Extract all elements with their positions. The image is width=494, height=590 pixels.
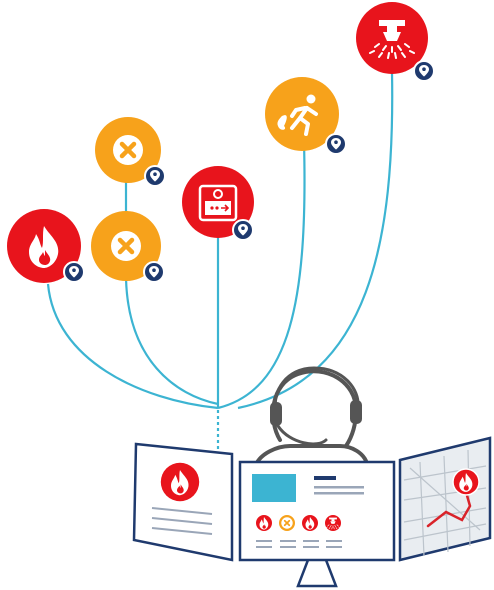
left-screen[interactable] xyxy=(132,442,234,562)
location-pin-icon xyxy=(325,133,347,155)
screen-caption-lines xyxy=(256,540,342,548)
map-route xyxy=(426,490,472,528)
line-sprinkler xyxy=(237,71,394,410)
map-fire-pin-icon xyxy=(452,468,480,496)
mini-flame-icon xyxy=(256,515,272,531)
running-person-icon xyxy=(277,94,318,136)
screen-text-lines xyxy=(314,476,364,495)
location-pin-icon xyxy=(413,60,435,82)
fault-icon-upper[interactable] xyxy=(95,117,166,187)
fire-alarm-icon[interactable] xyxy=(7,209,85,283)
text-lines xyxy=(151,507,213,535)
location-pin-icon xyxy=(143,261,165,283)
mini-sprinkler-icon xyxy=(325,515,341,531)
mini-x-circle-icon xyxy=(279,515,295,531)
manual-call-point-icon[interactable] xyxy=(182,166,254,241)
flame-icon xyxy=(160,462,200,502)
x-circle-icon xyxy=(111,231,141,261)
location-pin-icon xyxy=(232,219,254,241)
x-circle-icon xyxy=(113,135,143,165)
line-fault-2 xyxy=(124,277,219,406)
location-pin-icon xyxy=(63,261,85,283)
call-point-glyph xyxy=(198,184,238,222)
sprinkler-alarm-icon[interactable] xyxy=(356,2,435,82)
connection-lines xyxy=(46,71,394,452)
location-pin-icon xyxy=(144,165,166,187)
screen-image-placeholder xyxy=(252,474,296,502)
center-screen[interactable] xyxy=(238,460,396,588)
mini-flame-icon xyxy=(302,515,318,531)
evacuation-icon[interactable] xyxy=(265,77,347,155)
line-fire xyxy=(46,283,219,410)
right-screen[interactable] xyxy=(398,436,492,562)
fault-icon-lower[interactable] xyxy=(91,211,165,283)
operator-headset-icon xyxy=(252,366,370,472)
line-evacuation xyxy=(217,141,306,410)
monitor-stand xyxy=(296,559,338,588)
